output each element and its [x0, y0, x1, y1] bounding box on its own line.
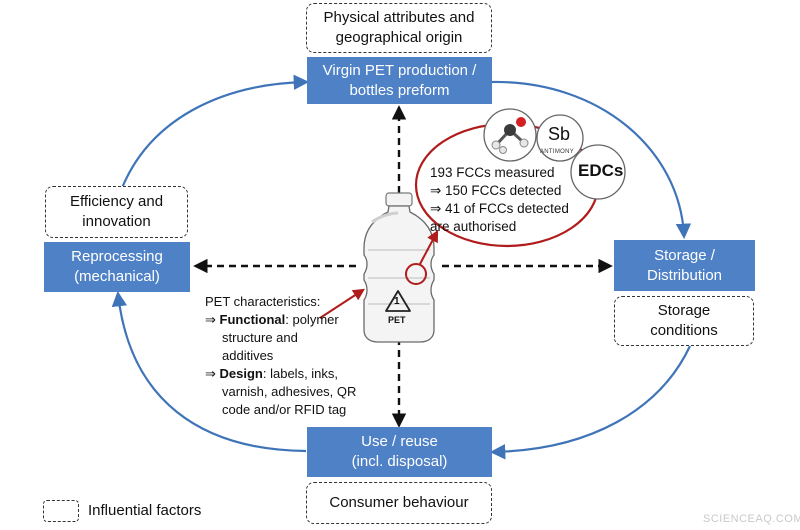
- node-virgin-line1: Virgin PET production /: [322, 61, 477, 79]
- fcc-line-authorised-cont: are authorised: [430, 219, 517, 234]
- factor-physical-line2: geographical origin: [335, 29, 463, 46]
- factor-efficiency-innovation: Efficiency and innovation: [45, 186, 188, 238]
- antimony-label: ANTIMONY: [540, 149, 575, 155]
- node-reprocessing: Reprocessing (mechanical): [44, 242, 190, 292]
- legend-dashed-swatch: [43, 500, 79, 522]
- fcc-line-authorised: ⇒ 41 of FCCs detected: [430, 201, 569, 216]
- antimony-icon-circle: [536, 114, 584, 162]
- callout-pointer: [419, 229, 439, 265]
- factor-efficiency-line2: innovation: [82, 213, 151, 230]
- antimony-symbol: Sb: [548, 124, 571, 144]
- design-label: Design: [219, 366, 263, 381]
- pet-characteristics-title: PET characteristics:: [205, 294, 321, 309]
- characteristics-pointer: [319, 288, 366, 319]
- factor-efficiency-line1: Efficiency and: [69, 193, 164, 210]
- watermark: SCIENCEAQ.COM: [703, 513, 800, 525]
- node-reprocessing-line1: Reprocessing: [71, 248, 163, 265]
- cycle-arrow-virgin-to-storage: [490, 80, 692, 240]
- functional-text-1: : polymer: [285, 312, 339, 327]
- factor-consumer-line1: Consumer behaviour: [329, 494, 469, 511]
- legend-label: Influential factors: [88, 502, 202, 519]
- fcc-line-measured: 193 FCCs measured: [430, 165, 555, 180]
- factor-physical-line1: Physical attributes and: [323, 9, 475, 26]
- factor-storage-line2: conditions: [650, 322, 718, 339]
- bottle-highlight-circle: [405, 263, 427, 285]
- factor-physical-attributes: Physical attributes and geographical ori…: [306, 3, 492, 53]
- functional-label: Functional: [219, 312, 286, 327]
- node-use-line2: (incl. disposal): [351, 453, 448, 470]
- fcc-line-detected: ⇒ 150 FCCs detected: [430, 183, 562, 198]
- recycle-icon: [385, 290, 411, 312]
- arrow-symbol: ⇒: [205, 366, 216, 381]
- node-use-line1: Use / reuse: [361, 433, 438, 450]
- node-virgin-pet: Virgin PET production / bottles preform: [307, 57, 492, 104]
- pet-characteristics: PET characteristics: ⇒ Functional: polym…: [205, 293, 375, 419]
- molecule-icon: [483, 108, 537, 162]
- arrow-symbol: ⇒: [205, 312, 216, 327]
- factor-storage-conditions: Storage conditions: [614, 296, 754, 346]
- design-text-3: code and/or RFID tag: [222, 402, 347, 417]
- functional-text-2: structure and: [222, 330, 298, 345]
- edcs-label: EDCs: [578, 161, 624, 180]
- node-virgin-line2: bottles preform: [349, 81, 450, 99]
- node-storage-distribution: Storage / Distribution: [614, 240, 755, 291]
- cycle-arrow-reprocessing-to-virgin: [120, 74, 310, 189]
- factor-storage-line1: Storage: [657, 302, 711, 319]
- fcc-summary: 193 FCCs measured ⇒ 150 FCCs detected ⇒ …: [430, 164, 580, 236]
- node-storage-line2: Distribution: [646, 266, 723, 284]
- pet-functional-line: ⇒ Functional: polymer: [205, 311, 375, 329]
- cycle-arrow-storage-to-use: [489, 345, 691, 460]
- node-storage-line1: Storage /: [654, 246, 715, 264]
- functional-text-3: additives: [222, 348, 274, 363]
- design-text-2: varnish, adhesives, QR: [222, 384, 357, 399]
- node-reprocessing-line2: (mechanical): [74, 268, 160, 285]
- recycle-number: 1: [394, 296, 400, 307]
- design-text-1: : labels, inks,: [262, 366, 339, 381]
- pet-design-line: ⇒ Design: labels, inks,: [205, 365, 375, 383]
- edcs-icon-circle: [570, 144, 626, 200]
- node-use-reuse: Use / reuse (incl. disposal): [307, 427, 492, 477]
- recycle-label: PET: [388, 315, 406, 325]
- bottle-icon: [363, 192, 435, 343]
- cycle-arrow-use-to-reprocessing: [111, 290, 307, 453]
- factor-consumer-behaviour: Consumer behaviour: [306, 482, 492, 524]
